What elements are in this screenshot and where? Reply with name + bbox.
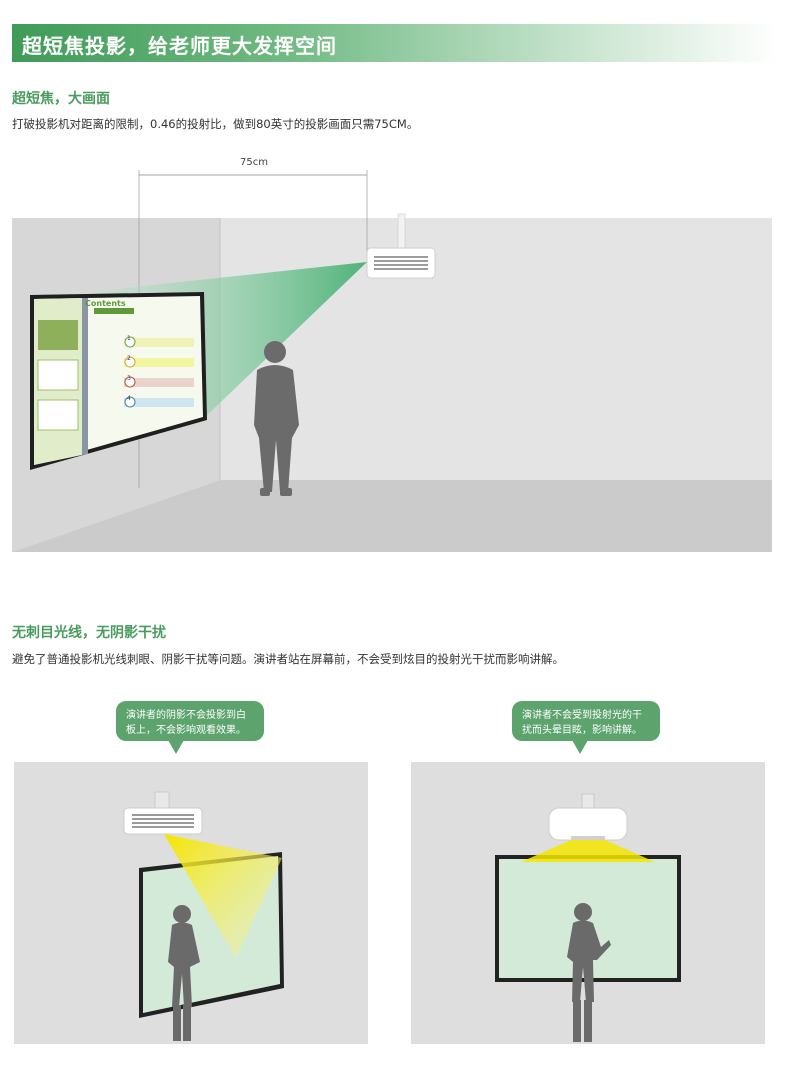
short-throw-comparison-scene <box>411 762 765 1044</box>
standard-projector-scene <box>14 762 368 1044</box>
presenter-silhouette <box>254 341 299 496</box>
short-throw-beam <box>521 840 655 862</box>
left-presenter-silhouette <box>168 905 200 1041</box>
screen-heading: Contents <box>85 299 126 308</box>
right-presenter-silhouette <box>567 903 611 1042</box>
back-wall <box>220 218 772 480</box>
standard-projector-illustration <box>14 762 368 1044</box>
bubble-left: 演讲者的阴影不会投影到白板上，不会影响观看效果。 <box>116 701 264 741</box>
section1-title: 超短焦，大画面 <box>12 91 110 107</box>
screen-item-2: 2 <box>127 355 131 362</box>
screen-item-3: 3 <box>127 375 131 382</box>
banner-title: 超短焦投影，给老师更大发挥空间 <box>22 34 337 58</box>
bubble-right: 演讲者不会受到投射光的干扰而头晕目眩，影响讲解。 <box>512 701 660 741</box>
bubble-left-tail <box>168 740 184 754</box>
short-throw-illustration <box>12 170 772 552</box>
bubble-right-tail <box>572 740 588 754</box>
projector-body <box>366 247 436 279</box>
standard-projection-beam <box>164 834 282 958</box>
screen-item-4: 4 <box>127 395 131 402</box>
dimension-label: 75cm <box>240 157 268 168</box>
bubble-right-text: 演讲者不会受到投射光的干扰而头晕目眩，影响讲解。 <box>522 710 642 736</box>
standard-projector-body <box>123 807 203 835</box>
section2-title: 无刺目光线，无阴影干扰 <box>12 625 166 641</box>
header-banner: 超短焦投影，给老师更大发挥空间 <box>12 24 778 62</box>
section2-text: 避免了普通投影机光线刺眼、阴影干扰等问题。演讲者站在屏幕前，不会受到炫目的投射光… <box>12 652 564 666</box>
bubble-left-text: 演讲者的阴影不会投影到白板上，不会影响观看效果。 <box>126 710 246 736</box>
floor <box>12 480 772 552</box>
short-throw-comparison-illustration <box>411 762 765 1044</box>
short-throw-scene: Contents 1 2 3 4 <box>12 170 772 552</box>
section1-text: 打破投影机对距离的限制，0.46的投射比，做到80英寸的投影画面只需75CM。 <box>12 117 419 131</box>
screen-item-1: 1 <box>127 335 131 342</box>
short-throw-projector-body <box>548 807 628 841</box>
